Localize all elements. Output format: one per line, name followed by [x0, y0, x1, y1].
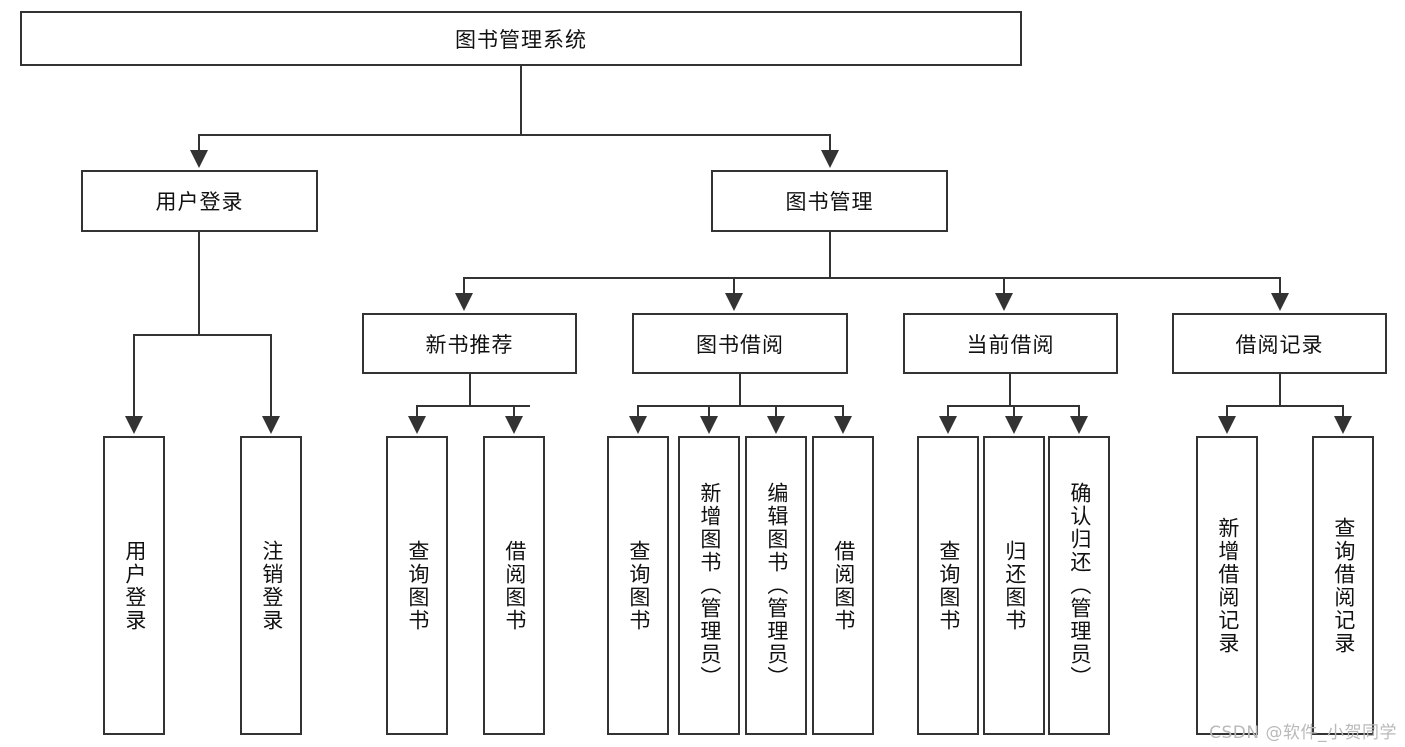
- arrow-to-leaf-query-book-2: [629, 416, 647, 434]
- arrow-to-leaf-borrow-book-2: [834, 416, 852, 434]
- node-label: 编辑图书（管理员）: [764, 482, 789, 689]
- arrow-to-leaf-user-login: [125, 416, 143, 434]
- node-leaf-query-borrow-record[interactable]: 查询借阅记录: [1312, 436, 1374, 735]
- node-user-login[interactable]: 用户登录: [81, 170, 318, 232]
- edge-to-leaf-add-book: [708, 405, 710, 418]
- node-label: 借阅图书: [502, 539, 527, 632]
- node-label: 当前借阅: [966, 332, 1055, 357]
- edge-to-leaf-borrow-book-1: [513, 405, 515, 418]
- node-label: 新增图书（管理员）: [697, 482, 722, 689]
- edge-root-to-book-management: [829, 134, 831, 152]
- arrow-to-leaf-add-book: [700, 416, 718, 434]
- edge-root-bar: [199, 134, 831, 136]
- node-label: 归还图书: [1002, 539, 1027, 632]
- edge-new-book-recommend-bar: [416, 405, 530, 407]
- node-label: 用户登录: [155, 190, 244, 214]
- edge-current-borrow-stem: [1009, 374, 1011, 407]
- edge-to-book-borrow: [733, 277, 735, 295]
- edge-to-current-borrow: [1003, 277, 1005, 295]
- edge-to-leaf-add-borrow-record: [1226, 405, 1228, 418]
- node-leaf-confirm-return[interactable]: 确认归还（管理员）: [1048, 436, 1110, 735]
- node-label: 查询图书: [936, 539, 961, 632]
- arrow-to-leaf-edit-book: [767, 416, 785, 434]
- node-leaf-query-book-2[interactable]: 查询图书: [607, 436, 669, 735]
- node-leaf-borrow-book-2[interactable]: 借阅图书: [812, 436, 874, 735]
- arrow-to-leaf-confirm-return: [1070, 416, 1088, 434]
- edge-to-leaf-edit-book: [775, 405, 777, 418]
- node-label: 新书推荐: [425, 332, 514, 357]
- node-label: 新增借阅记录: [1215, 516, 1240, 655]
- arrow-to-leaf-query-book-3: [939, 416, 957, 434]
- arrow-to-book-borrow: [725, 293, 743, 311]
- edge-to-leaf-confirm-return: [1078, 405, 1080, 418]
- node-leaf-return-book[interactable]: 归还图书: [983, 436, 1045, 735]
- arrow-to-leaf-query-book-1: [408, 416, 426, 434]
- node-current-borrow[interactable]: 当前借阅: [903, 313, 1118, 374]
- edge-book-management-stem: [829, 232, 831, 278]
- arrow-to-leaf-borrow-book-1: [505, 416, 523, 434]
- node-leaf-add-borrow-record[interactable]: 新增借阅记录: [1196, 436, 1258, 735]
- node-book-management-system[interactable]: 图书管理系统: [20, 11, 1022, 66]
- node-leaf-borrow-book-1[interactable]: 借阅图书: [483, 436, 545, 735]
- arrow-to-leaf-logout: [262, 416, 280, 434]
- node-label: 查询借阅记录: [1331, 516, 1356, 655]
- node-leaf-query-book-1[interactable]: 查询图书: [386, 436, 448, 735]
- node-label: 借阅记录: [1235, 332, 1324, 357]
- edge-root-to-user-login: [198, 134, 200, 152]
- node-leaf-query-book-3[interactable]: 查询图书: [917, 436, 979, 735]
- node-label: 图书借阅: [696, 332, 784, 357]
- node-label: 确认归还（管理员）: [1067, 482, 1092, 689]
- watermark: CSDN @软件_小贺同学: [1209, 723, 1397, 743]
- arrow-to-leaf-return-book: [1005, 416, 1023, 434]
- node-label: 查询图书: [626, 539, 651, 632]
- edge-to-leaf-logout: [270, 334, 272, 418]
- edge-to-leaf-return-book: [1013, 405, 1015, 418]
- edge-to-leaf-query-book-3: [947, 405, 949, 418]
- edge-to-leaf-query-borrow-record: [1342, 405, 1344, 418]
- node-label: 图书管理: [785, 190, 874, 214]
- node-borrow-record[interactable]: 借阅记录: [1172, 313, 1387, 374]
- node-label: 借阅图书: [831, 539, 856, 632]
- edge-book-borrow-bar: [637, 405, 843, 407]
- node-book-borrow[interactable]: 图书借阅: [632, 313, 848, 374]
- node-label: 注销登录: [259, 539, 284, 632]
- edge-user-login-bar: [133, 334, 272, 336]
- edge-level3-bar: [463, 277, 1281, 279]
- edge-to-new-book-recommend: [463, 277, 465, 295]
- node-label: 图书管理系统: [455, 27, 587, 52]
- node-leaf-logout[interactable]: 注销登录: [240, 436, 302, 735]
- arrow-to-book-management: [821, 150, 839, 168]
- node-new-book-recommend[interactable]: 新书推荐: [362, 313, 577, 374]
- arrow-to-borrow-record: [1271, 293, 1289, 311]
- edge-new-book-recommend-stem: [469, 374, 471, 407]
- edge-book-borrow-stem: [739, 374, 741, 407]
- edge-borrow-record-stem: [1279, 374, 1281, 407]
- arrow-to-new-book-recommend: [455, 293, 473, 311]
- edge-borrow-record-bar: [1226, 405, 1344, 407]
- node-book-management[interactable]: 图书管理: [711, 170, 948, 232]
- edge-to-leaf-query-book-1: [416, 405, 418, 418]
- node-label: 查询图书: [405, 539, 430, 632]
- edge-to-leaf-query-book-2: [637, 405, 639, 418]
- node-leaf-user-login[interactable]: 用户登录: [103, 436, 165, 735]
- node-leaf-edit-book[interactable]: 编辑图书（管理员）: [745, 436, 807, 735]
- edge-to-leaf-user-login: [133, 334, 135, 418]
- node-leaf-add-book[interactable]: 新增图书（管理员）: [678, 436, 740, 735]
- arrow-to-leaf-add-borrow-record: [1218, 416, 1236, 434]
- edge-to-leaf-borrow-book-2: [842, 405, 844, 418]
- edge-user-login-stem: [198, 232, 200, 336]
- edge-root-stem: [520, 66, 522, 135]
- node-label: 用户登录: [122, 539, 147, 632]
- arrow-to-user-login: [190, 150, 208, 168]
- arrow-to-leaf-query-borrow-record: [1334, 416, 1352, 434]
- arrow-to-current-borrow: [995, 293, 1013, 311]
- edge-to-borrow-record: [1279, 277, 1281, 295]
